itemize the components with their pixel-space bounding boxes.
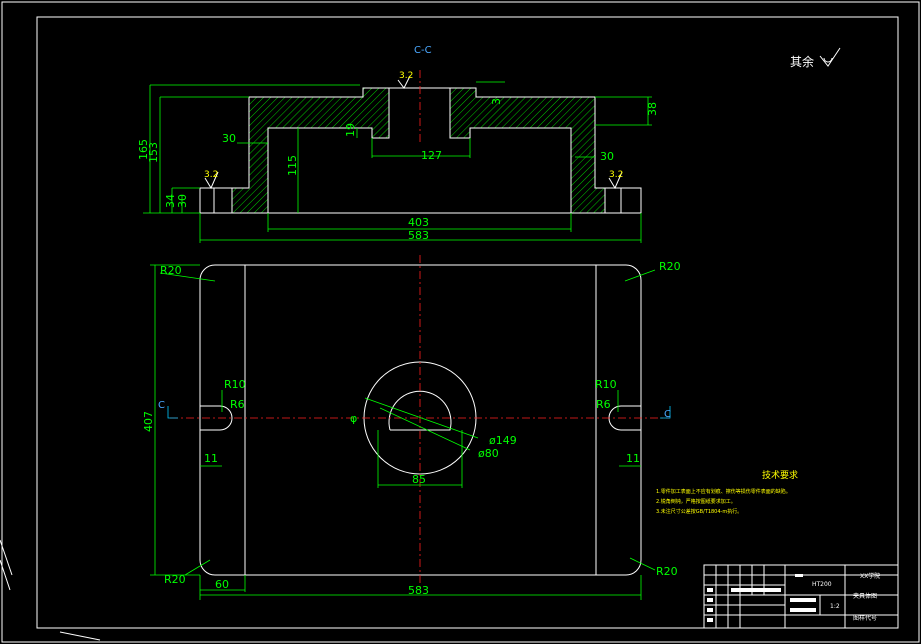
roughness-flange-left: 3.2 bbox=[204, 170, 218, 180]
dim-60: 60 bbox=[215, 578, 229, 591]
tb-company: XX学院 bbox=[860, 572, 880, 580]
dim-r20-tr: R20 bbox=[659, 260, 681, 273]
title-block: HT200 XX学院 夹具体图 图样代号 1:2 bbox=[703, 564, 899, 629]
hole-inner-keyway bbox=[388, 390, 452, 431]
dim-phi-marker: φ bbox=[350, 412, 357, 425]
dim-r20-tl: R20 bbox=[160, 264, 182, 277]
dim-3: 3 bbox=[490, 98, 503, 105]
dim-30-left: 30 bbox=[222, 132, 236, 145]
dim-153: 153 bbox=[147, 142, 160, 163]
cut-marker-right: C bbox=[664, 409, 671, 420]
dim-r10-right: R10 bbox=[595, 378, 617, 391]
section-view bbox=[199, 70, 642, 214]
dim-403: 403 bbox=[408, 216, 429, 229]
dim-phi80: ø80 bbox=[478, 447, 499, 460]
tech-req-title: 技术要求 bbox=[762, 469, 798, 481]
section-label: C-C bbox=[414, 45, 432, 56]
dim-38: 38 bbox=[646, 102, 659, 116]
cut-marker-left: C bbox=[158, 400, 165, 411]
tech-req-2: 2.锐角倒钝，严格按图纸要求加工。 bbox=[656, 498, 736, 505]
dim-r20-bl: R20 bbox=[164, 573, 186, 586]
plan-dimensions: R20 R20 R20 R20 R10 R10 R6 R6 11 11 407 … bbox=[142, 260, 681, 600]
section-dimensions: 165 153 30 30 115 19 127 38 3 34 30 403 … bbox=[137, 81, 659, 243]
roughness-bore: 3.2 bbox=[399, 71, 413, 81]
dim-165: 165 bbox=[137, 139, 150, 160]
dim-11-right: 11 bbox=[626, 452, 640, 465]
roughness-note-symbol bbox=[819, 47, 841, 67]
dim-r20-br: R20 bbox=[656, 565, 678, 578]
plan-outline bbox=[199, 264, 642, 576]
tech-req-3: 3.未注尺寸公差按GB/T1804-m执行。 bbox=[656, 508, 742, 515]
dim-583-section: 583 bbox=[408, 229, 429, 242]
roughness-flange-right: 3.2 bbox=[609, 170, 623, 180]
dim-phi149: ø149 bbox=[489, 434, 517, 447]
flange-slots bbox=[213, 188, 622, 213]
dim-583-plan: 583 bbox=[408, 584, 429, 597]
tb-drawing-code: 图样代号 bbox=[853, 614, 877, 622]
section-inner-outline bbox=[267, 88, 572, 213]
roughness-symbols: 3.2 3.2 3.2 bbox=[204, 71, 623, 190]
section-hatch-right bbox=[450, 88, 621, 213]
tech-requirements: 技术要求 1.零件加工表面上不应有划痕、擦伤等损伤零件表面的缺陷。 2.锐角倒钝… bbox=[656, 469, 798, 515]
dim-30-flange: 30 bbox=[176, 194, 189, 208]
frame-corner-marks bbox=[0, 539, 101, 641]
tb-scale: 1:2 bbox=[830, 603, 840, 610]
section-outline bbox=[199, 87, 642, 214]
dim-r6-left: R6 bbox=[230, 398, 245, 411]
tech-req-1: 1.零件加工表面上不应有划痕、擦伤等损伤零件表面的缺陷。 bbox=[656, 488, 791, 495]
plan-view bbox=[170, 255, 670, 590]
dim-11-left: 11 bbox=[204, 452, 218, 465]
dim-r6-right: R6 bbox=[596, 398, 611, 411]
tb-drawing-name: 夹具体图 bbox=[853, 592, 877, 600]
roughness-note: 其余 bbox=[790, 54, 814, 69]
tb-material: HT200 bbox=[812, 581, 832, 588]
dim-19: 19 bbox=[344, 123, 357, 137]
dim-85: 85 bbox=[412, 473, 426, 486]
inner-frame bbox=[36, 16, 899, 629]
dim-30-right: 30 bbox=[600, 150, 614, 163]
dim-115: 115 bbox=[286, 155, 299, 176]
dim-34: 34 bbox=[164, 194, 177, 208]
dim-407: 407 bbox=[142, 411, 155, 432]
slot-left bbox=[200, 405, 233, 431]
section-hatch bbox=[214, 88, 389, 213]
dim-127: 127 bbox=[421, 149, 442, 162]
dim-r10-left: R10 bbox=[224, 378, 246, 391]
